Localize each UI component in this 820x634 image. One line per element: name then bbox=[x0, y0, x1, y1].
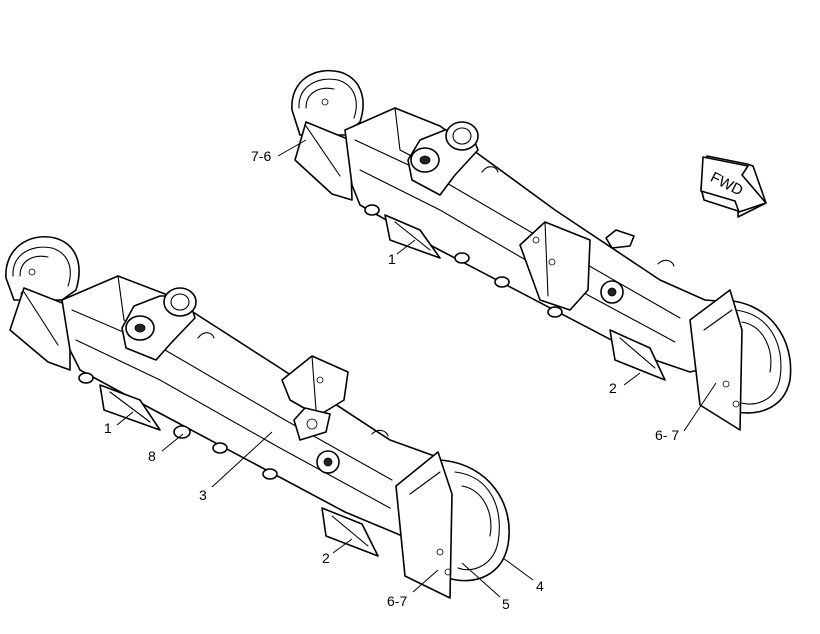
forward-direction-arrow: FWD bbox=[700, 155, 767, 218]
upper-pivot-boss bbox=[407, 121, 479, 196]
lower-rear-idler bbox=[5, 236, 80, 301]
callout-label: 1 bbox=[104, 420, 112, 436]
callout-label: 6-7 bbox=[387, 593, 407, 609]
callouts-lower: 1 8 3 2 6-7 5 4 bbox=[104, 411, 544, 612]
upper-cover-plate bbox=[600, 280, 624, 304]
callout-label: 6- 7 bbox=[655, 427, 679, 443]
callout-label: 4 bbox=[536, 578, 544, 594]
callout-label: 1 bbox=[388, 251, 396, 267]
upper-front-idler bbox=[689, 289, 792, 431]
upper-roller-frame-assembly bbox=[291, 69, 792, 431]
callouts-upper: 7-6 1 2 6- 7 bbox=[251, 139, 717, 443]
callout-label: 2 bbox=[609, 380, 617, 396]
lower-roller-frame-assembly bbox=[5, 236, 510, 599]
lower-cover-plate-top bbox=[293, 407, 331, 441]
lower-rollers bbox=[78, 372, 379, 557]
callout-label: 5 bbox=[502, 596, 510, 612]
lower-pivot-boss bbox=[121, 287, 197, 361]
upper-rollers bbox=[364, 204, 666, 381]
callout-label: 8 bbox=[148, 448, 156, 464]
lower-front-idler bbox=[395, 451, 510, 599]
callout-label: 3 bbox=[199, 487, 207, 503]
upper-rear-idler bbox=[291, 69, 364, 136]
callout-label: 7-6 bbox=[251, 148, 271, 164]
lower-cover-plate-side bbox=[316, 450, 340, 474]
callout-label: 2 bbox=[322, 550, 330, 566]
